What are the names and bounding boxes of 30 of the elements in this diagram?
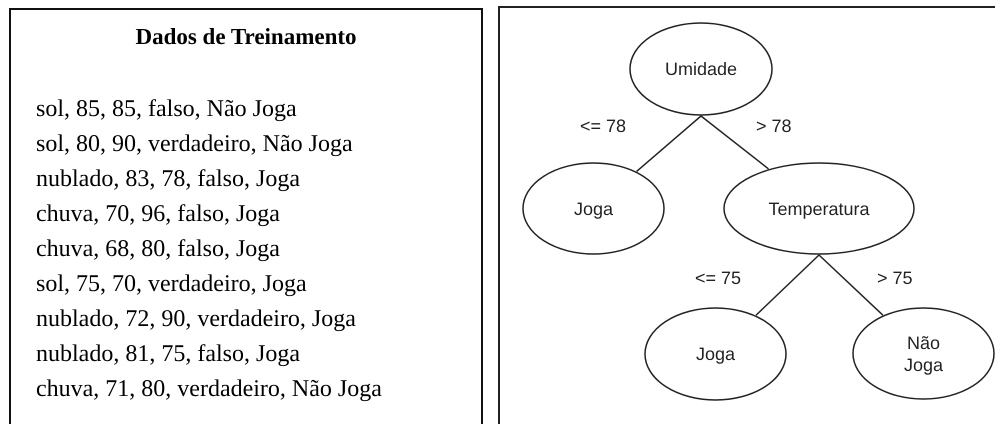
edge-label: <= 75 <box>695 268 742 288</box>
node-label: Joga <box>696 343 736 365</box>
data-row-text: nublado, 81, 75, falso, Joga <box>36 340 301 369</box>
data-row-text: chuva, 70, 96, falso, Joga <box>36 200 281 229</box>
data-row-text: chuva, 71, 80, verdadeiro, Não Joga <box>36 375 383 404</box>
tree-panel <box>498 6 995 424</box>
data-row-text: sol, 80, 90, verdadeiro, Não Joga <box>36 130 354 159</box>
ellipse-node <box>629 22 773 116</box>
data-row-text: chuva, 68, 80, falso, Joga <box>36 235 281 264</box>
ellipse-node <box>852 307 995 400</box>
node-label: Umidade <box>664 58 738 80</box>
ellipse-node <box>644 307 787 401</box>
ellipse-node <box>522 162 665 255</box>
edge-label: > 78 <box>756 116 792 136</box>
data-row-text: sol, 75, 70, verdadeiro, Joga <box>36 270 308 299</box>
connector-line <box>755 254 820 316</box>
node-label: Temperatura <box>768 198 870 220</box>
connector-line <box>818 254 884 316</box>
connector-line <box>700 115 769 170</box>
data-row-text: nublado, 72, 90, verdadeiro, Joga <box>36 305 357 334</box>
node-label: Não Joga <box>902 332 944 376</box>
edge-label: <= 78 <box>580 116 626 136</box>
data-row-text: nublado, 83, 78, falso, Joga <box>36 165 301 194</box>
panel-heading: Dados de Treinamento <box>134 24 358 50</box>
text-panel <box>9 8 483 424</box>
ellipse-node <box>723 162 915 255</box>
connector-line <box>636 115 702 172</box>
node-label: Joga <box>574 198 614 220</box>
data-row-text: sol, 85, 85, falso, Não Joga <box>36 95 298 124</box>
edge-label: > 75 <box>877 268 913 288</box>
